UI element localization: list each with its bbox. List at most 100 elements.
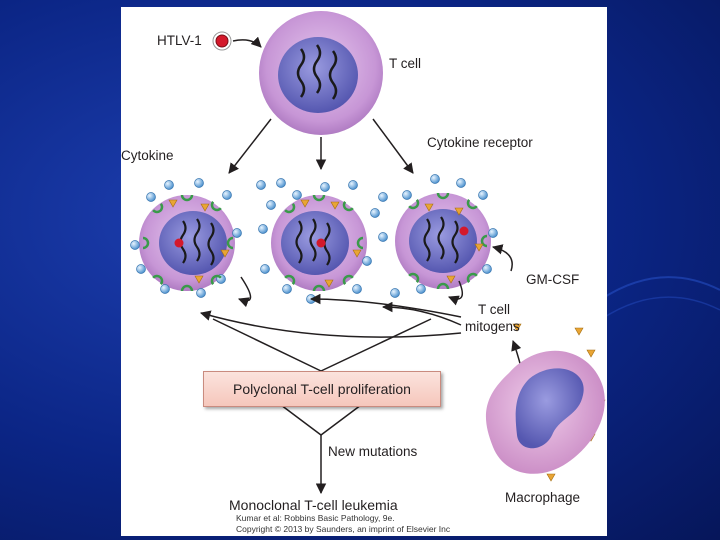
cytokine-particle [482, 264, 492, 274]
cytokine-particle [276, 178, 286, 188]
receptor-mark [342, 274, 354, 286]
gm-csf-marker [446, 275, 456, 284]
slide-decoration [600, 276, 720, 321]
cytokine-particle [320, 182, 330, 192]
gm-csf-arrow [491, 244, 513, 272]
receptor-mark [152, 274, 164, 286]
receptor-mark [226, 236, 234, 250]
cytokine-particle [196, 288, 206, 298]
cytokine-particle [256, 180, 266, 190]
integrated-virus-icon [174, 238, 184, 248]
receptor-mark [180, 194, 194, 202]
gm-csf-marker [324, 279, 334, 288]
gm-csf-marker [352, 249, 362, 258]
htlv-virus-icon [215, 34, 229, 48]
receptor-mark [180, 284, 194, 292]
gm-csf-marker [300, 199, 310, 208]
cytokine-particle [194, 178, 204, 188]
cytokine-particle [160, 284, 170, 294]
gm-csf-marker [546, 473, 556, 482]
integrated-virus-icon [459, 226, 469, 236]
cytokine-particle [456, 178, 466, 188]
cytokine-particle [232, 228, 242, 238]
mitogen-arrow-1 [309, 293, 462, 318]
cytokine-particle [390, 288, 400, 298]
receptor-mark [342, 200, 354, 212]
label-cytokine-receptor: Cytokine receptor [427, 135, 533, 150]
cytokine-particle [352, 284, 362, 294]
label-monoclonal: Monoclonal T-cell leukemia [229, 497, 398, 513]
label-new-mutations: New mutations [328, 444, 418, 459]
cytokine-particle [362, 256, 372, 266]
gm-csf-marker [330, 201, 340, 210]
cytokine-particle [348, 180, 358, 190]
gm-csf-marker [474, 243, 484, 252]
cytokine-particle [488, 228, 498, 238]
cytokine-particle [282, 284, 292, 294]
gm-csf-marker [586, 349, 596, 358]
receptor-mark [466, 272, 478, 284]
receptor-mark [284, 202, 296, 214]
gm-csf-marker [454, 207, 464, 216]
integrated-virus-icon [316, 238, 326, 248]
cytokine-receptors [142, 192, 488, 292]
cytokine-particle [164, 180, 174, 190]
receptor-mark [142, 236, 150, 250]
label-cytokine: Cytokine [121, 148, 174, 163]
macrophage-cell [485, 350, 605, 474]
receptor-mark [356, 236, 364, 250]
cytokine-particle [292, 190, 302, 200]
cytokine-particle [378, 192, 388, 202]
label-macrophage: Macrophage [505, 490, 581, 505]
cytokine-particle [416, 284, 426, 294]
receptor-mark [312, 284, 326, 292]
cytokine-particle [378, 232, 388, 242]
pathogenesis-diagram [130, 11, 606, 495]
label-htlv: HTLV-1 [157, 33, 202, 48]
cytokine-particle [430, 174, 440, 184]
converge-left [212, 318, 322, 372]
gm-csf-marker [200, 203, 210, 212]
receptor-mark [466, 198, 478, 210]
mitogen-arrow-2 [381, 301, 462, 326]
gm-csf-marker [168, 199, 178, 208]
gm-csf-marker [194, 275, 204, 284]
gm-csf-marker [220, 249, 230, 258]
gm-csf-marker [574, 327, 584, 336]
receptor-mark [408, 272, 420, 284]
receptor-mark [480, 234, 488, 248]
receptor-mark [284, 274, 296, 286]
receptor-mark [436, 192, 450, 200]
figure-panel: HTLV-1 T cell Cytokine Cytokine receptor… [121, 7, 607, 536]
gm-csf-marker [512, 323, 522, 332]
label-gm-csf: GM-CSF [526, 272, 580, 287]
cytokine-particle [370, 208, 380, 218]
receptor-mark [436, 282, 450, 290]
cytokine-particle [136, 264, 146, 274]
infected-t-cell-middle [271, 195, 367, 291]
label-t-cell-mitogens-line1: T cell [478, 302, 511, 317]
cytokine-particle [146, 192, 156, 202]
arrow-to-right-cell [372, 118, 414, 174]
receptor-mark [210, 274, 222, 286]
cytokine-particle [478, 190, 488, 200]
cytokine-particle [222, 190, 232, 200]
mitogen-arrow-3 [199, 310, 462, 338]
cytokine-particle [130, 240, 140, 250]
autocrine-arrow-left [238, 276, 252, 308]
mitogen-arrow-to-right-cell [448, 280, 464, 306]
receptor-mark [408, 198, 420, 210]
label-t-cell: T cell [389, 56, 422, 71]
credit-line1: Kumar et al: Robbins Basic Pathology, 9e… [236, 513, 395, 523]
cytokine-particle [266, 200, 276, 210]
infected-t-cell-right [395, 193, 491, 289]
receptor-mark [210, 200, 222, 212]
cytokine-particle [402, 190, 412, 200]
label-t-cell-mitogens-line2: mitogens [465, 319, 520, 334]
arrow-to-left-cell [228, 118, 272, 174]
gm-csf-marker [424, 203, 434, 212]
receptor-mark [152, 202, 164, 214]
infected-t-cell-left [139, 195, 235, 291]
credit-line2: Copyright © 2013 by Saunders, an imprint… [236, 524, 451, 534]
htlv-arrow [232, 36, 262, 48]
